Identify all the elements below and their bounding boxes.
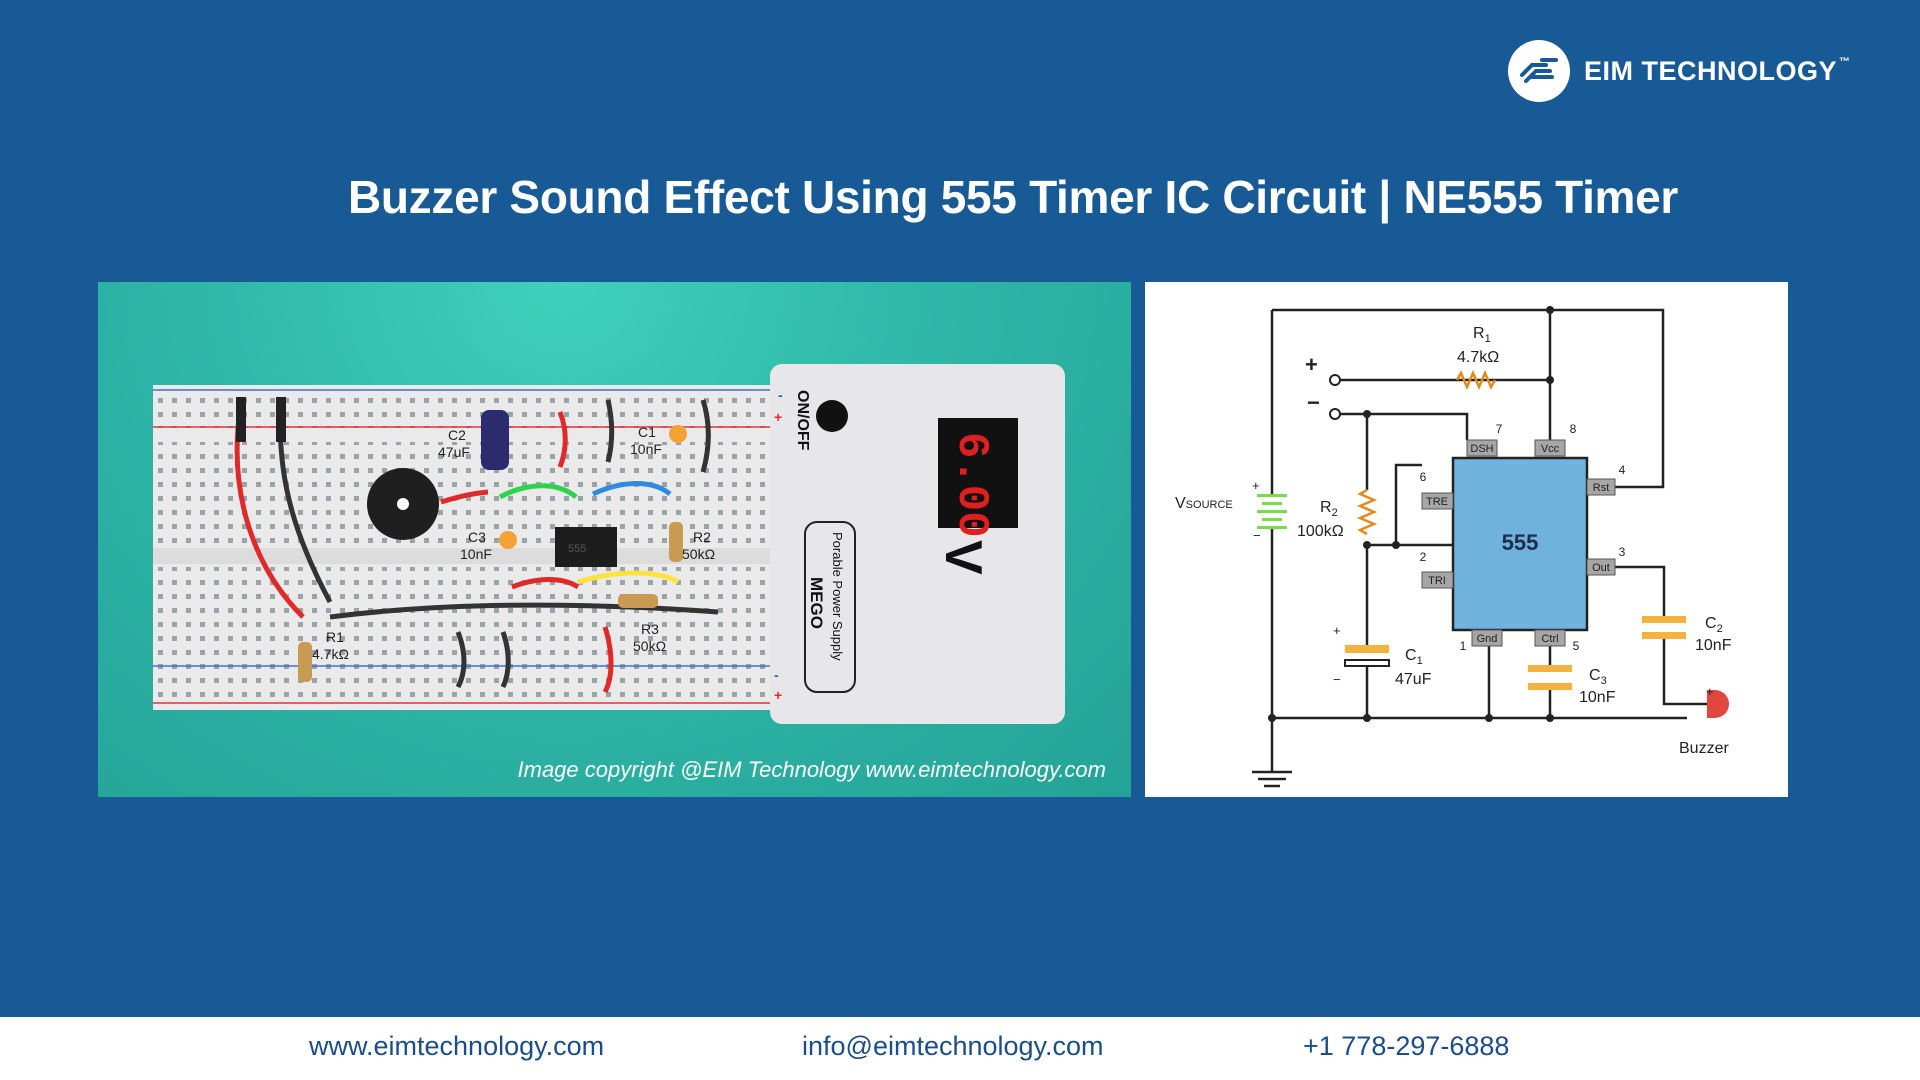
supply-line1: Porable Power Supply xyxy=(830,532,845,661)
power-supply-box xyxy=(770,364,1065,724)
minus-sign: − xyxy=(1307,390,1320,415)
resistor-r2 xyxy=(669,522,683,562)
resistor-r3 xyxy=(618,594,658,608)
label-r2-value: 50kΩ xyxy=(682,546,715,562)
battery-icon xyxy=(1257,494,1287,529)
capacitor-c2-symbol xyxy=(1642,616,1686,623)
label-r1-name: R1 xyxy=(326,629,344,645)
footer: www.eimtechnology.com info@eimtechnology… xyxy=(0,1017,1920,1080)
breadboard-illustration: - + - + C2 47uF C1 10nF C3 10nF R2 50kΩ … xyxy=(98,282,1131,797)
label-c1-name: C1 xyxy=(638,424,656,440)
capacitor-c3-symbol xyxy=(1528,665,1572,672)
c3-value: 10nF xyxy=(1579,689,1616,706)
pin-ctrl-label: Ctrl xyxy=(1541,633,1558,645)
svg-text:−: − xyxy=(1253,528,1261,543)
footer-website-link[interactable]: www.eimtechnology.com xyxy=(309,1031,605,1061)
resistor-r2-symbol xyxy=(1356,488,1378,536)
r2-value: 100kΩ xyxy=(1297,523,1344,540)
capacitor-c3 xyxy=(499,531,517,549)
buzzer-symbol-icon xyxy=(1715,690,1729,718)
supply-unit: V xyxy=(934,540,992,575)
ic-label: 555 xyxy=(1502,530,1539,555)
svg-text:+: + xyxy=(774,687,782,703)
supply-line2: MEGO xyxy=(807,577,826,629)
c2-value: 10nF xyxy=(1695,637,1732,654)
terminal-positive xyxy=(1329,374,1341,386)
logo-mark-icon xyxy=(1508,40,1570,102)
pin-number-3: 3 xyxy=(1619,545,1626,559)
footer-email-link[interactable]: info@eimtechnology.com xyxy=(802,1031,1104,1061)
svg-text:-: - xyxy=(774,667,779,683)
svg-text:−: − xyxy=(1333,672,1341,687)
r1-name: R1 xyxy=(1473,325,1491,345)
pin-tre-label: TRE xyxy=(1426,496,1448,508)
pin-number-1: 1 xyxy=(1460,639,1467,653)
svg-text:+: + xyxy=(774,409,782,425)
svg-text:+: + xyxy=(1333,623,1341,638)
label-r2-name: R2 xyxy=(693,529,711,545)
vsource-label: VSOURCE xyxy=(1175,495,1233,512)
supply-display-value: 6.00 xyxy=(946,432,996,538)
pin-tri-label: TRI xyxy=(1428,575,1446,587)
footer-phone[interactable]: +1 778-297-6888 xyxy=(1303,1031,1510,1061)
pin-gnd-label: Gnd xyxy=(1477,633,1498,645)
ic-555-symbol xyxy=(1451,456,1589,632)
c3-name: C3 xyxy=(1589,667,1607,687)
label-c3-name: C3 xyxy=(468,529,486,545)
capacitor-c1 xyxy=(669,425,687,443)
label-ic: 555 xyxy=(568,543,586,555)
pin-vcc-label: Vcc xyxy=(1541,443,1560,455)
pin-number-2: 2 xyxy=(1420,550,1427,564)
pin-number-5: 5 xyxy=(1573,639,1580,653)
label-r3-value: 50kΩ xyxy=(633,638,666,654)
pin-number-8: 8 xyxy=(1570,422,1577,436)
capacitor-c2 xyxy=(481,410,509,470)
capacitor-c1-symbol xyxy=(1345,645,1389,653)
terminal-negative xyxy=(1329,408,1341,420)
c2-name: C2 xyxy=(1705,615,1723,635)
pin-dsh-label: DSH xyxy=(1470,443,1493,455)
c1-value: 47uF xyxy=(1395,671,1432,688)
label-c2-name: C2 xyxy=(448,427,466,443)
label-r1-value: 4.7kΩ xyxy=(312,646,349,662)
supply-switch-label: ON/OFF xyxy=(794,390,811,451)
svg-text:-: - xyxy=(778,387,783,403)
r2-name: R2 xyxy=(1320,499,1338,519)
r1-value: 4.7kΩ xyxy=(1457,349,1499,366)
label-c3-value: 10nF xyxy=(460,546,492,562)
voltage-display xyxy=(938,418,1018,528)
label-r3-name: R3 xyxy=(641,621,659,637)
resistor-r1-symbol xyxy=(1455,369,1497,391)
plus-sign: + xyxy=(1305,352,1318,377)
resistor-r1 xyxy=(298,642,312,682)
pin-out-label: Out xyxy=(1592,562,1610,574)
label-c1-value: 10nF xyxy=(630,441,662,457)
pin-number-6: 6 xyxy=(1420,470,1427,484)
copyright-text: Image copyright @EIM Technology www.eimt… xyxy=(517,757,1107,782)
label-c2-value: 47uF xyxy=(438,444,470,460)
pin-number-4: 4 xyxy=(1619,463,1626,477)
power-switch-icon xyxy=(816,400,848,432)
pin-number-7: 7 xyxy=(1496,422,1503,436)
buzzer-label: Buzzer xyxy=(1679,740,1729,757)
c1-name: C1 xyxy=(1405,647,1423,667)
schematic-diagram: DSH Vcc Rst TRE TRI Out Gnd Ctrl 7 8 4 6… xyxy=(1145,282,1788,797)
svg-text:+: + xyxy=(1706,684,1714,699)
page-title: Buzzer Sound Effect Using 555 Timer IC C… xyxy=(347,171,1679,223)
ground-icon xyxy=(1252,770,1292,788)
pin-rst-label: Rst xyxy=(1593,482,1610,494)
ic-555 xyxy=(555,527,617,567)
svg-text:+: + xyxy=(1252,478,1260,493)
